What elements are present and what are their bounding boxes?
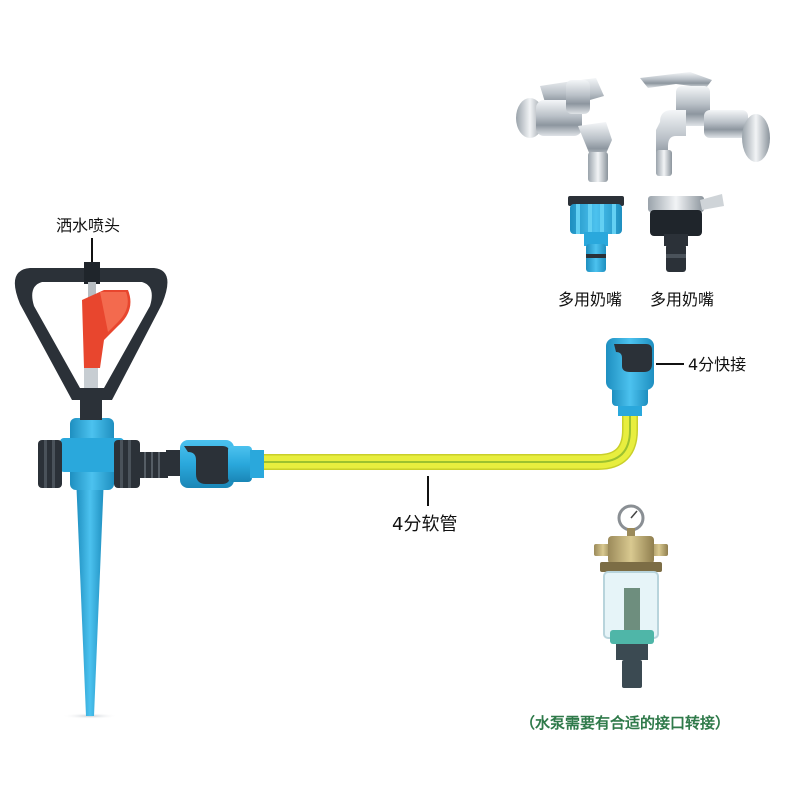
faucet-adapter-label-1: 多用奶嘴 [558, 290, 622, 309]
faucet-adapter-icon-2 [648, 194, 724, 272]
hose-label: 4分软管 [392, 514, 457, 535]
sprinkler-icon [15, 262, 168, 719]
pump-note-label: （水泵需要有合适的接口转接） [520, 714, 730, 732]
quick-connector-icon-right [606, 338, 654, 416]
faucet-icon-2 [640, 72, 770, 176]
faucet-adapter-icon-1 [568, 196, 624, 272]
sprinkler-head-label: 洒水喷头 [56, 216, 120, 235]
quick-connector-label: 4分快接 [688, 355, 746, 374]
faucet-adapter-label-2: 多用奶嘴 [650, 290, 714, 309]
water-filter-icon [594, 506, 668, 688]
hose [262, 412, 630, 462]
quick-connector-icon-left [166, 440, 264, 488]
faucet-icon-1 [516, 78, 612, 182]
